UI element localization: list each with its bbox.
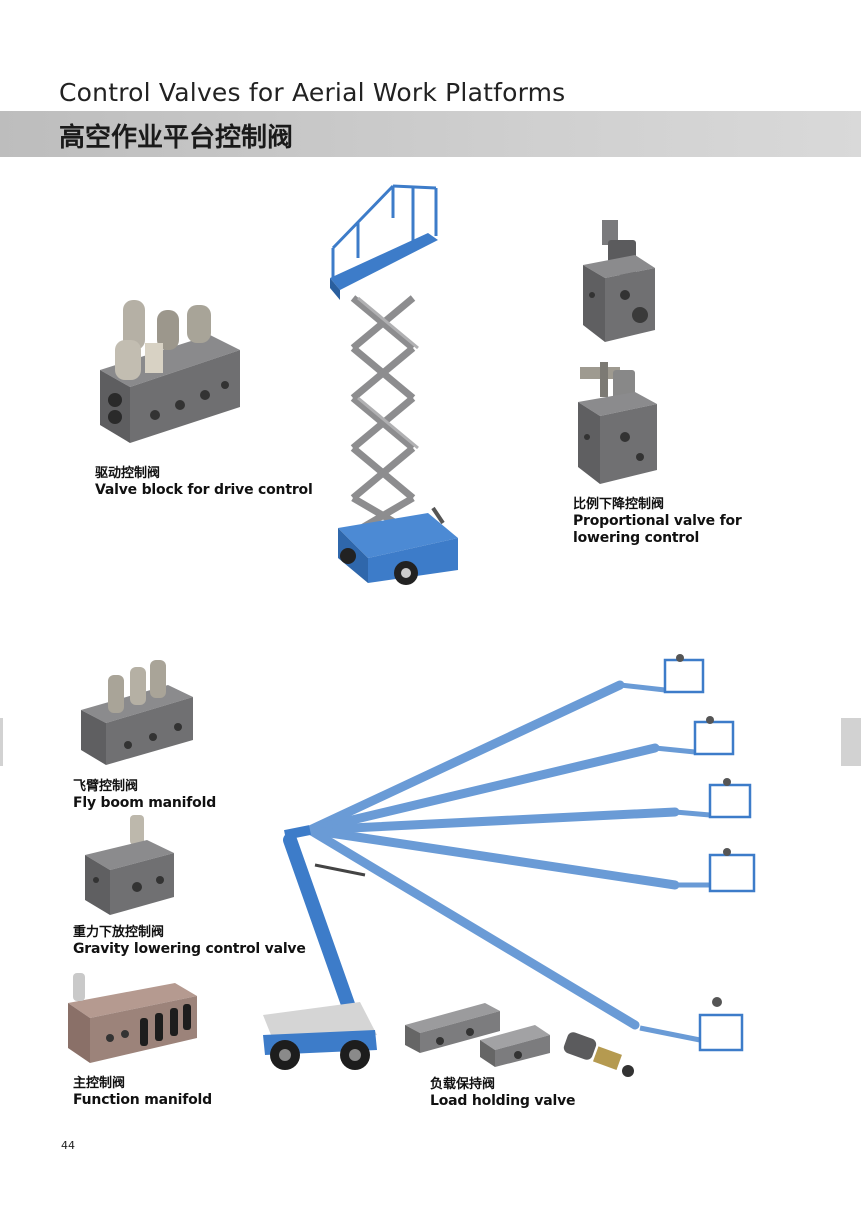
scissor-lift-image: [330, 184, 458, 585]
right-edge-tab: [841, 718, 861, 766]
fly-boom-manifold-image: [81, 660, 193, 765]
caption-cn: 驱动控制阀: [95, 466, 161, 481]
caption-cn: 飞臂控制阀: [73, 779, 139, 794]
caption-fly-boom: 飞臂控制阀 Fly boom manifold: [73, 778, 216, 812]
caption-load-holding: 负载保持阀 Load holding valve: [430, 1076, 576, 1110]
caption-cn: 主控制阀: [73, 1076, 126, 1091]
caption-en: Gravity lowering control valve: [73, 941, 306, 957]
caption-en: Function manifold: [73, 1092, 212, 1108]
left-edge-tab: [0, 718, 3, 766]
caption-cn: 重力下放控制阀: [73, 925, 165, 940]
caption-en-line2: lowering control: [573, 530, 700, 546]
load-holding-valve-image: [405, 1003, 634, 1077]
caption-en: Valve block for drive control: [95, 482, 313, 498]
function-manifold-image: [68, 973, 197, 1063]
proportional-valve-top-image: [583, 220, 655, 342]
caption-en-line1: Proportional valve for: [573, 513, 742, 529]
caption-function-manifold: 主控制阀 Function manifold: [73, 1075, 212, 1109]
gravity-lowering-valve-image: [85, 815, 174, 915]
caption-en: Fly boom manifold: [73, 795, 217, 811]
proportional-valve-bottom-image: [578, 362, 657, 484]
boom-lift-image: [263, 654, 756, 1070]
title-band: [0, 111, 861, 157]
drive-valve-block-image: [100, 300, 240, 443]
caption-gravity-lowering: 重力下放控制阀 Gravity lowering control valve: [73, 924, 306, 958]
caption-cn: 比例下降控制阀: [573, 497, 665, 512]
page-title-english: Control Valves for Aerial Work Platforms: [59, 78, 566, 107]
caption-proportional-valve: 比例下降控制阀 Proportional valve for lowering …: [573, 496, 742, 547]
caption-cn: 负载保持阀: [430, 1077, 496, 1092]
page-number: 44: [61, 1139, 75, 1152]
caption-en: Load holding valve: [430, 1093, 576, 1109]
caption-drive-control: 驱动控制阀 Valve block for drive control: [95, 465, 313, 499]
page-title-chinese: 高空作业平台控制阀: [59, 123, 294, 153]
